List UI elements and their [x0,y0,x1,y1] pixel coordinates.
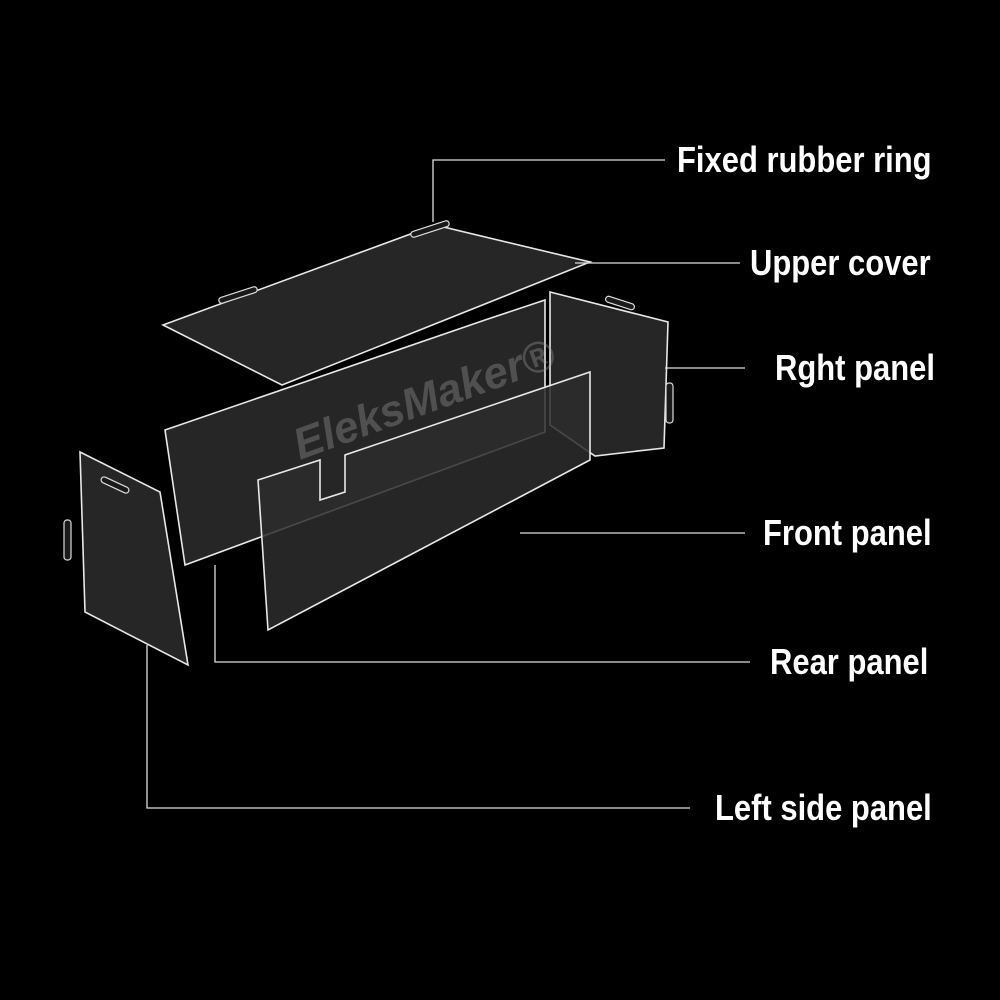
label-upper-cover: Upper cover [750,242,931,283]
front-panel-shape [257,370,591,632]
rubber-rings [63,220,674,561]
left-panel-shape [79,450,190,667]
upper-cover-shape [160,224,593,386]
label-left-side-panel: Left side panel [715,787,932,828]
leader-lines [146,159,750,809]
label-fixed-rubber-ring: Fixed rubber ring [677,139,932,180]
label-right-panel: Rght panel [775,347,935,388]
label-front-panel: Front panel [763,512,932,553]
label-rear-panel: Rear panel [770,641,929,682]
